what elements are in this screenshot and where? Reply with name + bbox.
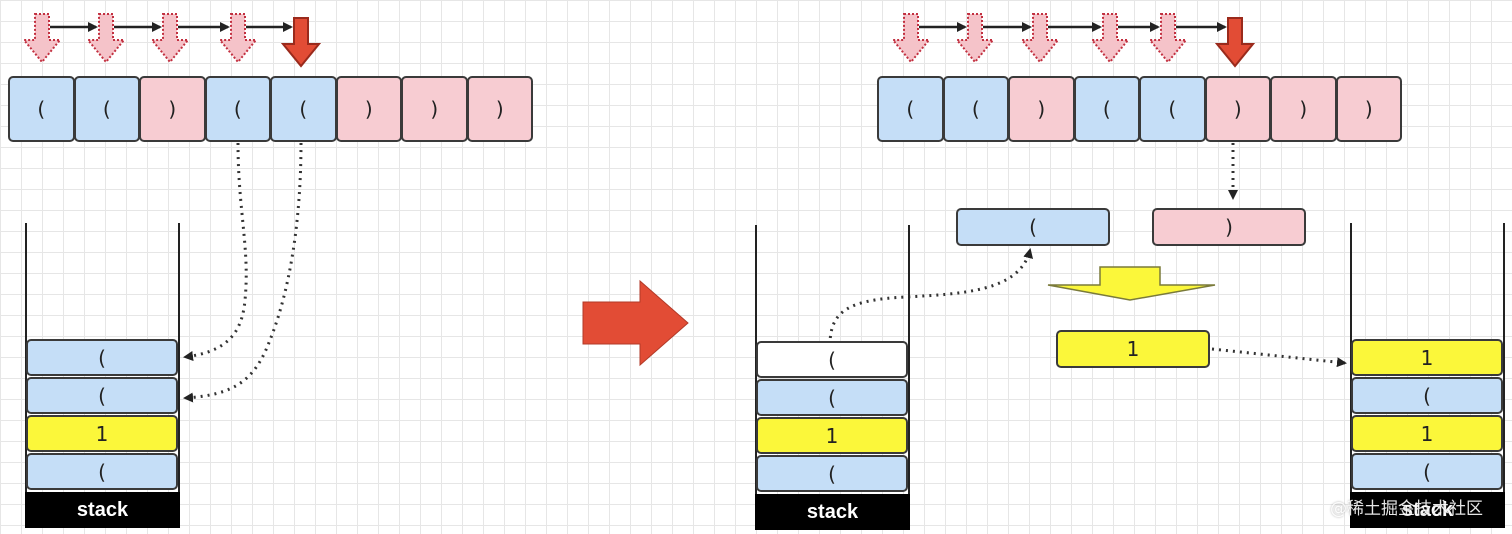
sequence-right-cell-7: ) xyxy=(1270,76,1337,142)
result-to-stack-connector xyxy=(1211,347,1347,368)
stack-before-item-3: ( xyxy=(756,379,908,416)
merge-arrow xyxy=(1047,266,1216,301)
stack-after-label: stack xyxy=(1350,492,1505,528)
sequence-left-cell-2: ( xyxy=(73,76,140,142)
sequence-left-cell-3: ) xyxy=(139,76,206,142)
result-score: 1 xyxy=(1056,330,1210,368)
left-current-pointer xyxy=(280,17,322,68)
stack-left-item-3: ( xyxy=(26,377,178,414)
sequence-right-cell-2: ( xyxy=(942,76,1009,142)
right-visited-pointer-3 xyxy=(1019,13,1061,64)
right-visited-pointer-5 xyxy=(1147,13,1189,64)
sequence-left-cell-8: ) xyxy=(466,76,533,142)
right-visited-pointer-2 xyxy=(954,13,996,64)
stack-after-item-4: 1 xyxy=(1351,339,1503,376)
sequence-left-cell-4: ( xyxy=(204,76,271,142)
right-visited-pointer-4 xyxy=(1089,13,1131,64)
watermark: @稀土掘金技术社区 xyxy=(1330,499,1483,519)
sequence-right-cell-4: ( xyxy=(1073,76,1140,142)
stack-after-item-3: ( xyxy=(1351,377,1503,414)
stack-after-item-2: 1 xyxy=(1351,415,1503,452)
stack-after-item-1: ( xyxy=(1351,453,1503,490)
stack-left-item-2: 1 xyxy=(26,415,178,452)
stack-before-label: stack xyxy=(755,494,910,530)
sequence-left-cell-7: ) xyxy=(401,76,468,142)
sequence-right-cell-3: ) xyxy=(1008,76,1075,142)
sequence-right-cell-1: ( xyxy=(877,76,944,142)
sequence-right-cell-6: ) xyxy=(1204,76,1271,142)
stack-left xyxy=(25,223,180,528)
stack-after xyxy=(1350,223,1505,528)
popped-open-paren: ( xyxy=(956,208,1110,246)
stack-left-item-1: ( xyxy=(26,453,178,490)
stack-before xyxy=(755,225,910,530)
sequence-left-cell-1: ( xyxy=(8,76,75,142)
sequence-left-cell-5: ( xyxy=(270,76,337,142)
push-connector-1 xyxy=(183,142,248,361)
right-visited-pointer-1 xyxy=(890,13,932,64)
sequence-right-cell-5: ( xyxy=(1139,76,1206,142)
sequence-right-cell-8: ) xyxy=(1335,76,1402,142)
stack-before-item-4: ( xyxy=(756,341,908,378)
left-visited-pointer-2 xyxy=(85,13,127,64)
stack-before-item-2: 1 xyxy=(756,417,908,454)
left-visited-pointer-4 xyxy=(217,13,259,64)
left-visited-pointer-1 xyxy=(21,13,63,64)
transition-arrow xyxy=(582,279,689,367)
right-current-pointer xyxy=(1214,17,1256,68)
pop-connector xyxy=(828,248,1033,346)
stack-left-label: stack xyxy=(25,492,180,528)
scan-pointers-left xyxy=(21,13,322,68)
left-visited-pointer-3 xyxy=(149,13,191,64)
push-connector-2 xyxy=(183,142,303,403)
stack-left-item-4: ( xyxy=(26,339,178,376)
sequence-left-cell-6: ) xyxy=(335,76,402,142)
stack-before-item-1: ( xyxy=(756,455,908,492)
current-close-paren: ) xyxy=(1152,208,1306,246)
scan-pointers-right xyxy=(890,13,1256,68)
